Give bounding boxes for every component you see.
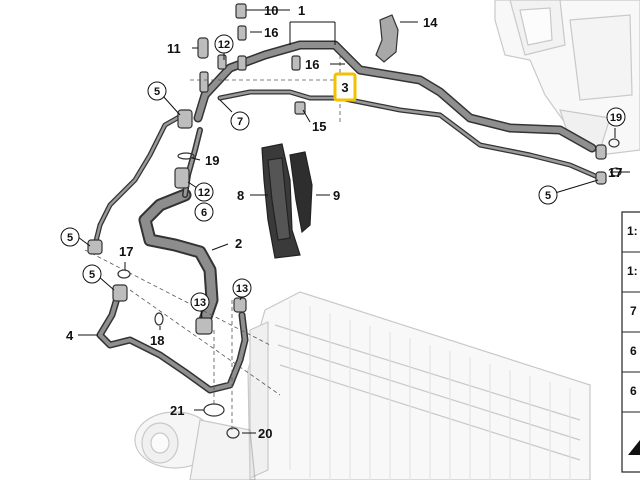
- callout-9[interactable]: 9: [333, 188, 340, 203]
- callout-12-mid[interactable]: 12: [198, 187, 210, 199]
- callout-14[interactable]: 14: [423, 15, 438, 30]
- callout-3-highlight[interactable]: [333, 72, 357, 102]
- condenser-radiator: [247, 291, 591, 480]
- ac-compressor: [134, 411, 256, 480]
- hose-assembly: [92, 40, 603, 394]
- callout-7[interactable]: 7: [237, 116, 243, 128]
- callout-18[interactable]: 18: [150, 333, 164, 348]
- side-table-row-1: 1:: [627, 224, 638, 238]
- callout-12-top[interactable]: 12: [218, 39, 230, 51]
- callout-5-top[interactable]: 5: [154, 86, 160, 98]
- callout-1[interactable]: 1: [298, 3, 305, 18]
- callout-13-left[interactable]: 13: [194, 297, 206, 309]
- side-table-row-3: 7: [630, 304, 637, 318]
- callout-13-right[interactable]: 13: [236, 283, 248, 295]
- side-table: 1: 1: 7 6 6: [621, 211, 640, 473]
- callout-2[interactable]: 2: [235, 236, 242, 251]
- side-table-row-2: 1:: [627, 264, 638, 278]
- side-table-triangle-icon: [628, 440, 640, 455]
- side-table-row-4: 6: [630, 344, 637, 358]
- callout-11[interactable]: 11: [167, 41, 181, 56]
- callout-15[interactable]: 15: [312, 119, 326, 134]
- brackets-8-9: [261, 143, 313, 259]
- callout-17-left[interactable]: 17: [119, 244, 133, 259]
- callout-5-left[interactable]: 5: [67, 232, 73, 244]
- callout-6[interactable]: 6: [201, 207, 207, 219]
- callout-5-lower[interactable]: 5: [89, 269, 95, 281]
- callout-8[interactable]: 8: [237, 188, 244, 203]
- callout-20[interactable]: 20: [258, 426, 272, 441]
- circled-callouts: [60, 34, 626, 312]
- callout-10[interactable]: 10: [264, 3, 278, 18]
- callout-4[interactable]: 4: [66, 328, 74, 343]
- callout-labels: 10 1 16 11 14 16 15 19 8 9 2 17 4 18 21 …: [66, 3, 622, 441]
- callout-19-left[interactable]: 19: [205, 153, 219, 168]
- callout-16-top[interactable]: 16: [264, 25, 278, 40]
- callout-5-right[interactable]: 5: [545, 190, 551, 202]
- callout-17-right[interactable]: 17: [608, 165, 622, 180]
- callout-21[interactable]: 21: [170, 403, 184, 418]
- fittings: [87, 3, 622, 439]
- leader-lines: [77, 9, 630, 434]
- callout-19-right[interactable]: 19: [610, 112, 622, 124]
- callout-16-mid[interactable]: 16: [305, 57, 319, 72]
- hvac-housing: [494, 0, 640, 156]
- circled-callout-labels: 12 5 7 12 6 5 5 13 13 5 19: [67, 39, 622, 309]
- callout-3[interactable]: 3: [341, 80, 348, 95]
- side-table-row-5: 6: [630, 384, 637, 398]
